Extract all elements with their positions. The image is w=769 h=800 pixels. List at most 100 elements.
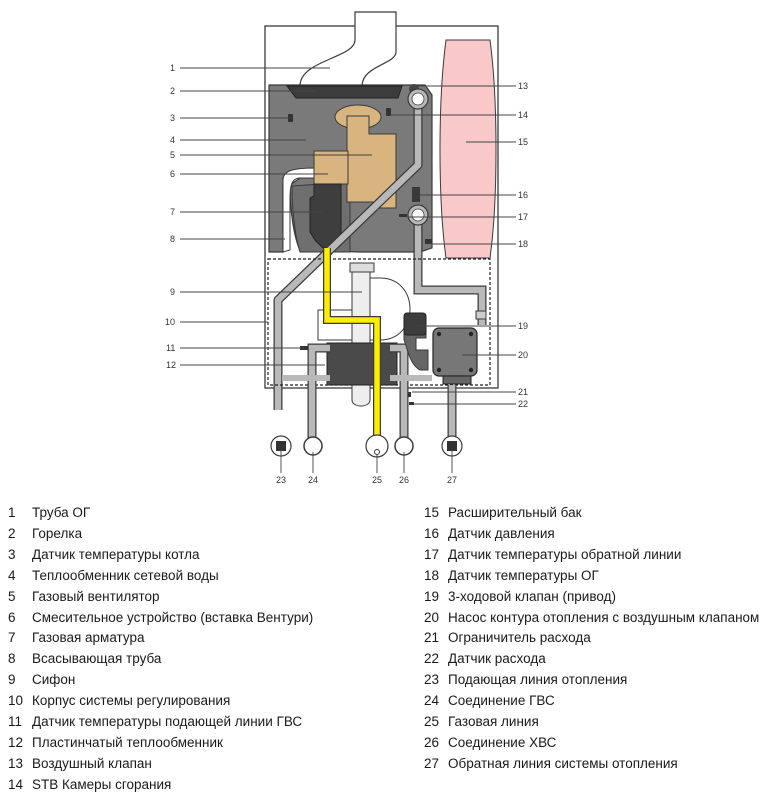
boiler-temp-sensor xyxy=(288,114,293,122)
callout-13: 13 xyxy=(518,81,528,91)
callout-2: 2 xyxy=(170,86,175,96)
gas-line-fill xyxy=(324,248,380,435)
legend-item: 5 Газовый вентилятор xyxy=(8,587,313,608)
burner xyxy=(286,85,403,99)
legend-label: Сифон xyxy=(32,672,76,688)
legend-label: Газовая арматура xyxy=(32,630,145,646)
gas-valve xyxy=(309,183,342,249)
legend-label: Смесительное устройство (вставка Вентури… xyxy=(32,609,314,625)
legend-number: 19 xyxy=(424,588,440,604)
suction-pipe-opening xyxy=(282,167,316,253)
pump-bolt xyxy=(468,367,474,373)
callout-11: 11 xyxy=(166,343,175,353)
legend-number: 7 xyxy=(8,630,16,646)
callout-21: 21 xyxy=(518,387,528,397)
leader-lines-left xyxy=(180,67,372,366)
callout-8: 8 xyxy=(170,234,175,244)
return-pipe-right-fill xyxy=(414,215,486,325)
legend-number: 5 xyxy=(8,588,16,604)
callout-1: 1 xyxy=(170,63,175,73)
callout-17: 17 xyxy=(518,212,528,222)
legend-label: Датчик температуры котла xyxy=(32,546,200,562)
connection-25-tap xyxy=(374,449,380,455)
legend-number: 3 xyxy=(8,546,16,562)
legend-label: Теплообменник сетевой воды xyxy=(32,567,219,583)
legend-number: 4 xyxy=(8,567,16,583)
legend-number: 21 xyxy=(424,630,440,646)
connection-23-nut xyxy=(276,441,286,451)
legend-number: 8 xyxy=(8,651,16,667)
legend-item: 1 Труба ОГ xyxy=(8,503,313,524)
connection-27-nut xyxy=(447,441,457,451)
air-vent-inner xyxy=(411,92,425,106)
callout-6: 6 xyxy=(170,169,175,179)
callout-4: 4 xyxy=(170,135,175,145)
plate-heat-exchanger xyxy=(326,342,398,386)
legend-number: 22 xyxy=(424,651,440,667)
callout-7: 7 xyxy=(170,207,175,217)
callout-22: 22 xyxy=(518,399,528,409)
callout-3: 3 xyxy=(170,113,175,123)
legend-label: Корпус системы регулирования xyxy=(32,693,231,709)
siphon-nut xyxy=(349,262,375,273)
legend-label: Расширительный бак xyxy=(448,505,582,520)
legend-item: 22 Датчик расхода xyxy=(424,649,759,670)
stb-sensor xyxy=(386,108,391,116)
legend-number: 27 xyxy=(424,755,440,771)
legend-number: 26 xyxy=(424,734,440,750)
legend-label: Труба ОГ xyxy=(32,505,91,520)
legend-label: Ограничитель расхода xyxy=(448,630,591,646)
cold-pipe-fill xyxy=(390,344,408,440)
callout-12: 12 xyxy=(166,360,176,370)
legend-label: STB Камеры сгорания xyxy=(32,776,172,792)
legend-item: 3 Датчик температуры котла xyxy=(8,545,313,566)
legend-label: Газовый вентилятор xyxy=(32,588,160,604)
legend-item: 19 3-ходовой клапан (привод) xyxy=(424,587,759,608)
legend-item: 21 Ограничитель расхода xyxy=(424,628,759,649)
legend-label: Датчик расхода xyxy=(448,651,546,667)
callout-9: 9 xyxy=(170,287,175,297)
legend-label: Подающая линия отопления xyxy=(448,672,628,688)
pump-base xyxy=(442,375,472,385)
legend-number: 1 xyxy=(8,505,16,520)
legend-number: 23 xyxy=(424,672,440,688)
legend-label: Горелка xyxy=(32,525,83,541)
callout-25: 25 xyxy=(372,475,382,485)
pump-air-vent xyxy=(475,310,487,320)
legend-label: Датчик температуры ОГ xyxy=(448,567,599,583)
legend-number: 11 xyxy=(8,714,23,730)
legend-number: 12 xyxy=(8,734,24,750)
callout-10: 10 xyxy=(165,317,175,327)
legend-label: 3-ходовой клапан (привод) xyxy=(448,588,616,604)
callout-27: 27 xyxy=(447,475,457,485)
legend-label: Соединение ГВС xyxy=(448,693,555,709)
callout-24: 24 xyxy=(308,475,318,485)
legend-number: 17 xyxy=(424,546,440,562)
boiler-diagram: 1 2 3 4 5 6 7 8 9 10 11 12 13 14 15 16 1… xyxy=(165,11,528,485)
legend-item: 4 Теплообменник сетевой воды xyxy=(8,566,313,587)
callout-23: 23 xyxy=(276,475,286,485)
flue-temp-sensor xyxy=(425,239,432,244)
legend-item: 23 Подающая линия отопления xyxy=(424,670,759,691)
leader-lines-bottom xyxy=(280,450,453,473)
legend-label: Датчик давления xyxy=(448,525,555,541)
three-way-valve-actuator xyxy=(403,312,427,336)
legend-item: 7 Газовая арматура xyxy=(8,628,313,649)
